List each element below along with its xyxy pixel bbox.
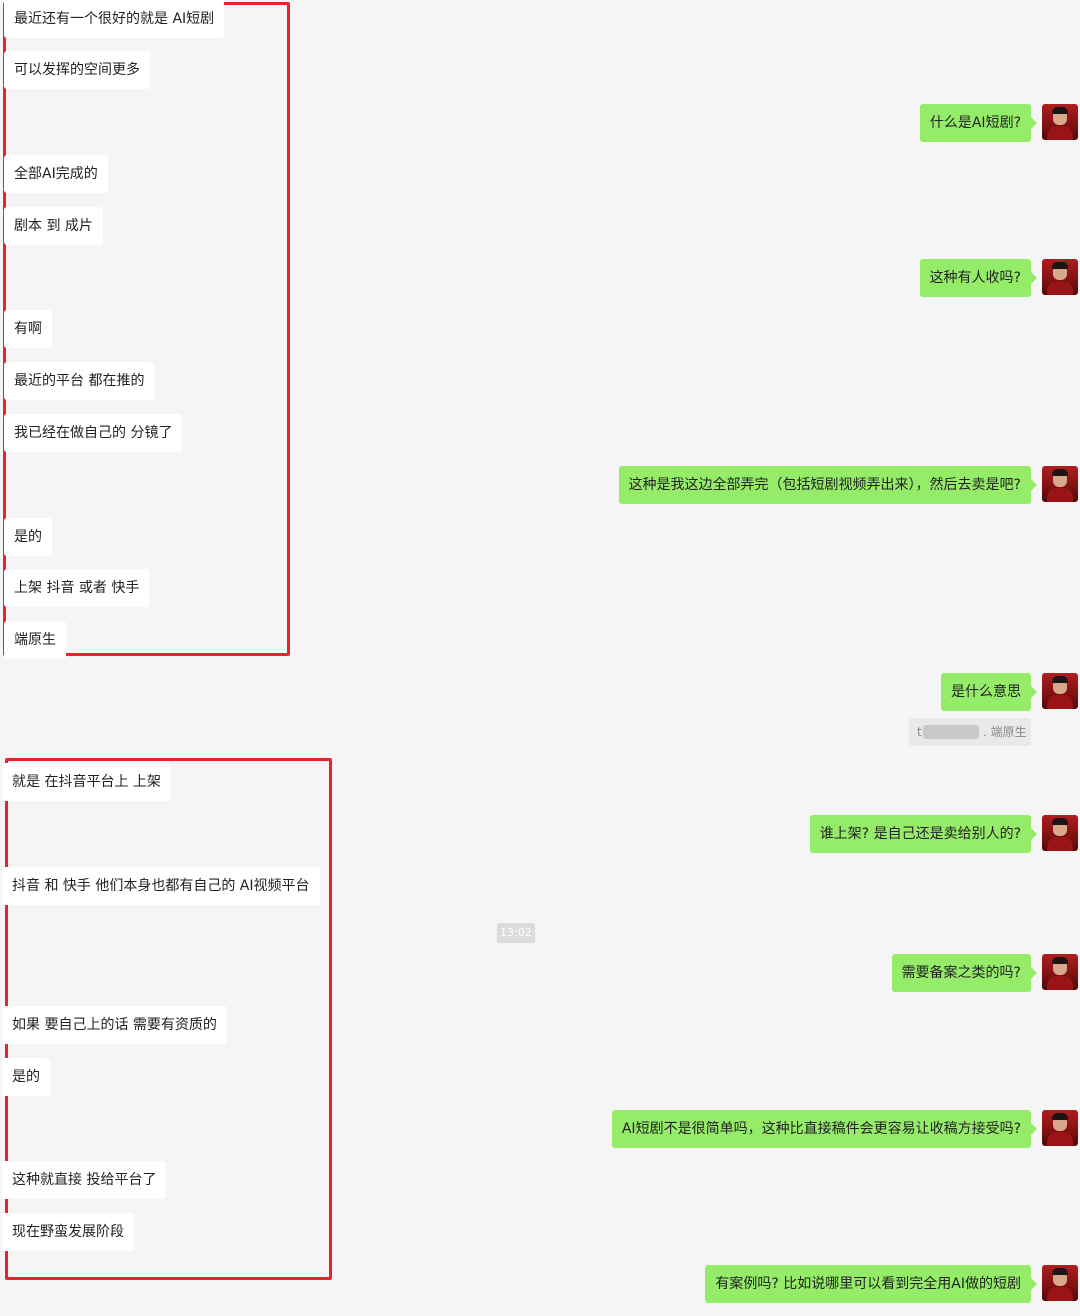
sent-message-text: 有案例吗? 比如说哪里可以看到完全用AI做的短剧	[715, 1276, 1021, 1292]
received-message[interactable]: 端原生	[4, 621, 66, 659]
sent-message[interactable]: AI短剧不是很简单吗，这种比直接稿件会更容易让收稿方接受吗?	[611, 1110, 1037, 1148]
sent-message[interactable]: 有案例吗? 比如说哪里可以看到完全用AI做的短剧	[705, 1265, 1037, 1303]
user-avatar-icon[interactable]	[1042, 104, 1078, 140]
received-message[interactable]: 现在野蛮发展阶段	[2, 1213, 134, 1251]
bubble-tail	[1031, 272, 1037, 284]
received-message[interactable]: 全部AI完成的	[4, 155, 108, 193]
quoted-sender-blurred: t	[917, 725, 922, 739]
sent-message-text: 是什么意思	[951, 684, 1021, 700]
received-message[interactable]: 剧本 到 成片	[4, 207, 103, 245]
sent-message-text: 这种是我这边全部弄完（包括短剧视频弄出来），然后去卖是吧?	[628, 477, 1021, 493]
received-message[interactable]: 这种就直接 投给平台了	[2, 1161, 167, 1199]
sent-message[interactable]: 这种有人收吗?	[919, 259, 1037, 297]
user-avatar-icon[interactable]	[1042, 1110, 1078, 1146]
redacted-name	[923, 725, 979, 739]
user-avatar-icon[interactable]	[1042, 673, 1078, 709]
bubble-tail	[1031, 479, 1037, 491]
quoted-text: . 端原生	[983, 725, 1027, 739]
bubble-tail	[1031, 117, 1037, 129]
bubble-tail	[1031, 686, 1037, 698]
sent-message-text: 需要备案之类的吗?	[901, 965, 1021, 981]
timestamp: 13:02	[497, 923, 535, 943]
received-message[interactable]: 最近的平台 都在推的	[4, 362, 155, 400]
sent-message-text: 什么是AI短剧?	[929, 115, 1021, 131]
received-message[interactable]: 可以发挥的空间更多	[4, 51, 150, 89]
received-message[interactable]: 就是 在抖音平台上 上架	[2, 763, 171, 801]
sent-message[interactable]: 这种是我这边全部弄完（包括短剧视频弄出来），然后去卖是吧?	[618, 466, 1037, 504]
received-message[interactable]: 如果 要自己上的话 需要有资质的	[2, 1006, 227, 1044]
bubble-tail	[1031, 828, 1037, 840]
sent-message[interactable]: 谁上架? 是自己还是卖给别人的?	[809, 815, 1037, 853]
sent-message[interactable]: 什么是AI短剧?	[919, 104, 1037, 142]
bubble-tail	[1031, 967, 1037, 979]
sent-message[interactable]: 需要备案之类的吗?	[891, 954, 1037, 992]
user-avatar-icon[interactable]	[1042, 815, 1078, 851]
bubble-tail	[1031, 1123, 1037, 1135]
user-avatar-icon[interactable]	[1042, 1265, 1078, 1301]
user-avatar-icon[interactable]	[1042, 259, 1078, 295]
user-avatar-icon[interactable]	[1042, 954, 1078, 990]
received-message[interactable]: 是的	[2, 1058, 50, 1096]
sent-message-text: 这种有人收吗?	[929, 270, 1021, 286]
user-avatar-icon[interactable]	[1042, 466, 1078, 502]
received-message[interactable]: 上架 抖音 或者 快手	[4, 569, 150, 607]
sent-message[interactable]: 是什么意思	[941, 673, 1037, 711]
sent-message-text: AI短剧不是很简单吗，这种比直接稿件会更容易让收稿方接受吗?	[621, 1121, 1021, 1137]
received-message[interactable]: 我已经在做自己的 分镜了	[4, 414, 183, 452]
sent-message-text: 谁上架? 是自己还是卖给别人的?	[819, 826, 1021, 842]
bubble-tail	[1031, 1278, 1037, 1290]
received-message[interactable]: 是的	[4, 518, 52, 556]
received-message[interactable]: 最近还有一个很好的就是 AI短剧	[4, 0, 225, 38]
received-message[interactable]: 抖音 和 快手 他们本身也都有自己的 AI视频平台	[2, 867, 320, 905]
quoted-message[interactable]: t . 端原生	[909, 718, 1031, 746]
received-message[interactable]: 有啊	[4, 310, 52, 348]
